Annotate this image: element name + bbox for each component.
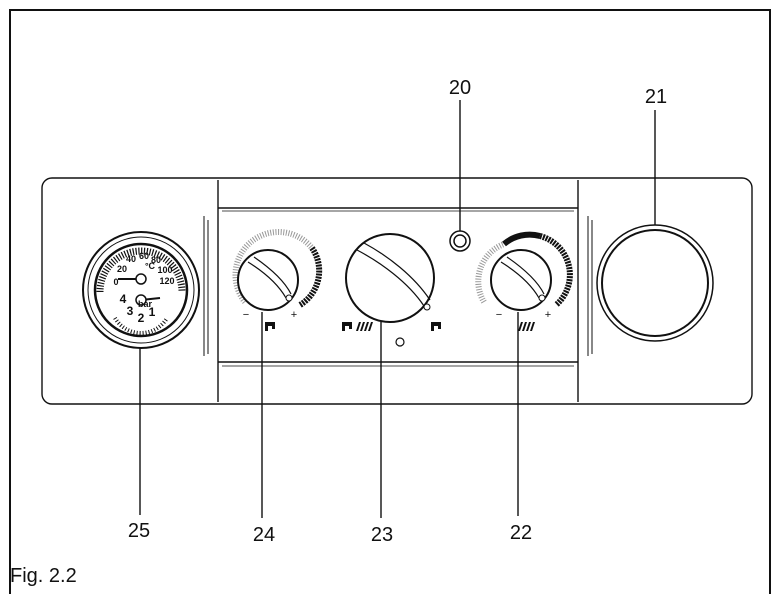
pressure-tick-label: 1 [149, 305, 156, 319]
pressure-temperature-gauge: 0 20 40 60 80 100 120 °C 1 2 3 4 bar [82, 231, 200, 349]
tap-icon [265, 322, 275, 331]
tap-icon [431, 322, 441, 331]
temp-tick-label: 80 [151, 255, 161, 265]
figure-frame [9, 9, 771, 594]
pressure-unit-label: bar [138, 299, 153, 309]
callout-label-25: 25 [128, 520, 150, 542]
callout-label-23: 23 [371, 524, 393, 546]
indicator-lamp [449, 230, 471, 252]
dhw-scale-arc [232, 228, 315, 304]
pressure-tick-label: 3 [127, 304, 134, 318]
radiator-icon [518, 322, 535, 331]
temp-tick-label: 120 [159, 276, 174, 286]
tap-radiator-icon [342, 322, 373, 331]
temp-tick-label: 20 [117, 264, 127, 274]
dhw-temperature-knob[interactable]: − + [232, 228, 323, 331]
blank-cover [596, 224, 714, 342]
plus-sign: + [291, 309, 297, 321]
temp-tick-label: 60 [139, 251, 149, 261]
status-dot [395, 337, 405, 347]
pressure-tick-label: 4 [120, 292, 127, 306]
temp-tick-label: 100 [157, 265, 172, 275]
temp-unit-label: °C [145, 261, 156, 271]
minus-sign: − [243, 309, 249, 321]
callout-label-22: 22 [510, 522, 532, 544]
heating-temperature-knob[interactable]: − + [475, 231, 573, 331]
leader-lines [139, 100, 656, 518]
plus-sign: + [545, 309, 551, 321]
heating-scale-arc [475, 241, 506, 304]
pressure-tick-label: 2 [138, 311, 145, 325]
minus-sign: − [496, 309, 502, 321]
callout-label-20: 20 [449, 77, 471, 99]
callout-label-24: 24 [253, 524, 275, 546]
temp-tick-label: 0 [113, 277, 118, 287]
control-panel [41, 177, 753, 405]
figure-caption: Fig. 2.2 [10, 565, 77, 587]
mode-selector-knob[interactable] [342, 233, 441, 331]
temp-tick-label: 40 [126, 254, 136, 264]
callout-label-21: 21 [645, 86, 667, 108]
